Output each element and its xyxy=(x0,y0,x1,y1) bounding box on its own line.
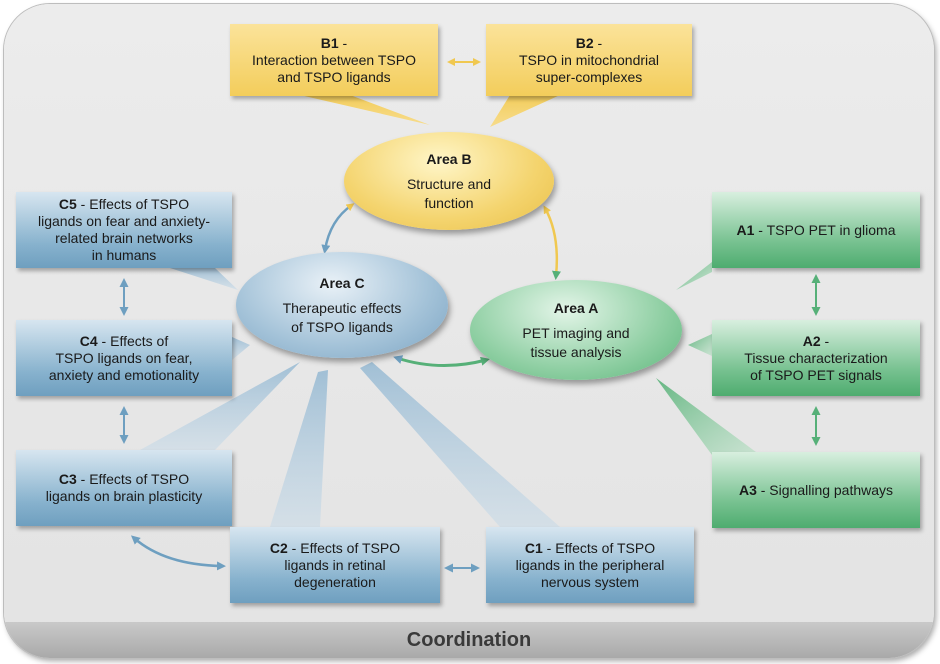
fan-c3 xyxy=(140,362,300,450)
arrow-c-a xyxy=(393,355,490,367)
callout-b1 xyxy=(300,95,430,125)
box-c2-line1: - Effects of TSPO xyxy=(287,539,401,556)
box-c2: C2 - Effects of TSPO ligands in retinal … xyxy=(230,527,440,603)
area-b-ellipse: Area B Structure and function xyxy=(344,132,554,230)
box-c4-code: C4 xyxy=(79,332,98,349)
arrow-c-b xyxy=(321,203,355,254)
box-a2-code: A2 xyxy=(802,332,821,349)
box-a2-line3: of TSPO PET signals xyxy=(750,366,882,383)
area-a-ellipse: Area A PET imaging and tissue analysis xyxy=(470,280,682,380)
area-b-line1: Structure and xyxy=(406,175,492,192)
box-b1-line2: Interaction between TSPO xyxy=(252,51,416,68)
box-c1: C1 - Effects of TSPO ligands in the peri… xyxy=(486,527,694,603)
fan-a3 xyxy=(656,378,760,455)
box-c1-line3: nervous system xyxy=(540,573,640,590)
box-c3-line1: - Effects of TSPO xyxy=(76,471,190,487)
box-c5-code: C5 xyxy=(58,196,77,212)
arrow-c3-c2 xyxy=(130,535,226,571)
box-b1-line1: - xyxy=(338,34,348,51)
box-b1-line3: and TSPO ligands xyxy=(277,68,391,85)
box-a2: A2 - Tissue characterization of TSPO PET… xyxy=(712,320,920,396)
box-c3: C3 - Effects of TSPO ligands on brain pl… xyxy=(16,450,232,526)
box-c1-code: C1 xyxy=(524,539,543,556)
box-c2-line3: degeneration xyxy=(294,573,376,590)
arrow-b-a xyxy=(543,205,561,280)
callout-c5 xyxy=(170,268,238,290)
box-a3-line1: - Signalling pathways xyxy=(756,481,894,498)
box-c4-line2: TSPO ligands on fear, xyxy=(55,349,193,366)
box-b2-code: B2 xyxy=(575,34,594,51)
footer-bar: Coordination xyxy=(4,622,934,658)
box-c3-line2: ligands on brain plasticity xyxy=(45,488,203,504)
box-b2-line3: super-complexes xyxy=(535,68,643,85)
box-a2-line1: - xyxy=(820,332,830,349)
box-c1-line1: - Effects of TSPO xyxy=(542,539,656,556)
box-a3: A3 - Signalling pathways xyxy=(712,452,920,528)
box-a1: A1 - TSPO PET in glioma xyxy=(712,192,920,268)
box-b1: B1 - Interaction between TSPO and TSPO l… xyxy=(230,24,438,96)
area-c-line1: Therapeutic effects xyxy=(282,299,402,316)
box-c5: C5 - Effects of TSPO ligands on fear and… xyxy=(16,192,232,268)
fan-c2 xyxy=(270,370,328,527)
box-c1-line2: ligands in the peripheral xyxy=(515,556,665,573)
callout-a1 xyxy=(676,262,712,290)
callout-c4 xyxy=(232,337,250,360)
area-b-line2: function xyxy=(424,194,474,211)
box-c3-code: C3 xyxy=(58,471,77,487)
callout-b2 xyxy=(490,95,560,127)
box-c5-line4: in humans xyxy=(91,247,157,263)
area-a-line2: tissue analysis xyxy=(530,343,622,360)
box-b2-line2: TSPO in mitochondrial xyxy=(518,51,660,68)
box-c4-line3: anxiety and emotionality xyxy=(48,366,200,383)
box-b2-line1: - xyxy=(593,34,603,51)
box-c5-line3: related brain networks xyxy=(55,230,193,246)
box-c4-line1: - Effects of xyxy=(97,332,169,349)
area-b-title: Area B xyxy=(426,150,472,167)
box-c2-line2: ligands in retinal xyxy=(284,556,386,573)
box-c5-line2: ligands on fear and anxiety- xyxy=(38,213,210,229)
box-a3-code: A3 xyxy=(738,481,757,498)
area-c-ellipse: Area C Therapeutic effects of TSPO ligan… xyxy=(236,252,448,358)
area-c-line2: of TSPO ligands xyxy=(291,318,393,335)
area-c-title: Area C xyxy=(319,274,365,291)
fan-c1 xyxy=(360,362,560,527)
box-a1-code: A1 xyxy=(736,221,755,238)
box-a1-line1: - TSPO PET in glioma xyxy=(754,221,896,238)
box-b2: B2 - TSPO in mitochondrial super-complex… xyxy=(486,24,692,96)
box-c4: C4 - Effects of TSPO ligands on fear, an… xyxy=(16,320,232,396)
area-a-line1: PET imaging and xyxy=(522,324,630,341)
box-a2-line2: Tissue characterization xyxy=(744,349,888,366)
box-b1-code: B1 xyxy=(320,34,339,51)
box-c2-code: C2 xyxy=(269,539,288,556)
footer-label: Coordination xyxy=(406,628,532,651)
box-c5-line1: - Effects of TSPO xyxy=(76,196,190,212)
area-a-title: Area A xyxy=(553,299,599,316)
callout-a2 xyxy=(688,334,712,356)
